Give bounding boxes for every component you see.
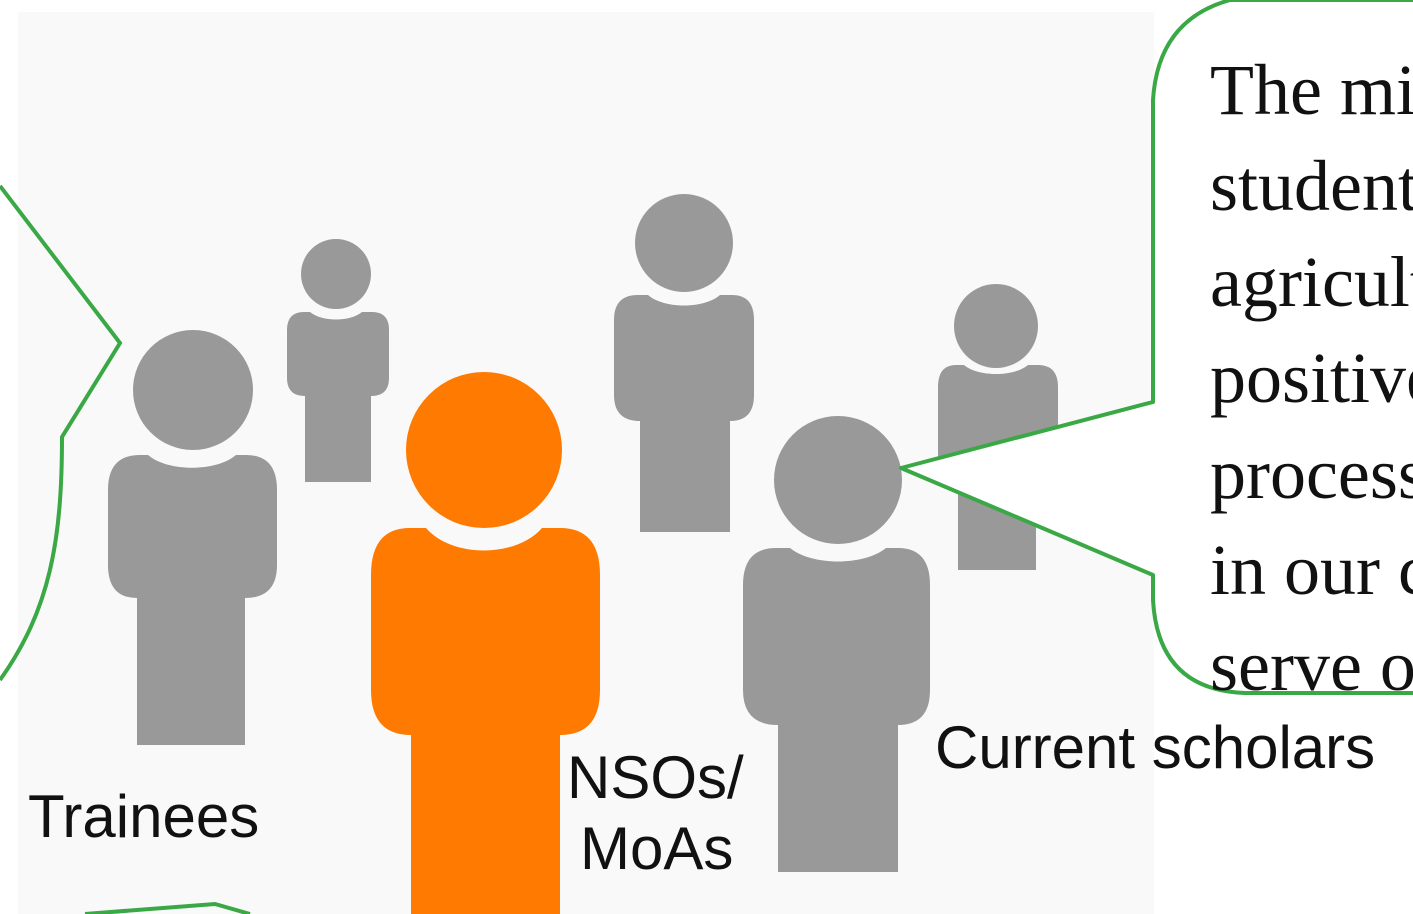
label-current-scholars: Current scholars [935,714,1376,781]
label-trainees: Trainees [28,783,260,850]
callout-line-7: serve o [1210,626,1413,706]
person-background-1-icon [287,239,389,482]
person-nsos-moas-icon [371,372,600,914]
person-background-2-icon [614,194,754,532]
callout-line-6: in our c [1210,530,1413,610]
left-speech-bubble [0,184,123,682]
right-callout-text: The mi student agricult positive process… [1210,42,1413,714]
callout-line-1: The mi [1210,50,1413,130]
callout-line-5: process [1210,434,1413,514]
person-trainees-icon [108,330,277,745]
label-nsos-line2: MoAs [580,815,734,882]
person-current-scholars-icon [743,416,930,872]
bottom-speech-bubble-edge [84,901,251,914]
callout-line-4: positive [1210,338,1413,418]
right-speech-bubble [899,0,1413,695]
label-nsos-line1: NSOs/ [567,744,744,811]
callout-line-2: student [1210,146,1413,226]
callout-line-3: agricult [1210,242,1413,322]
